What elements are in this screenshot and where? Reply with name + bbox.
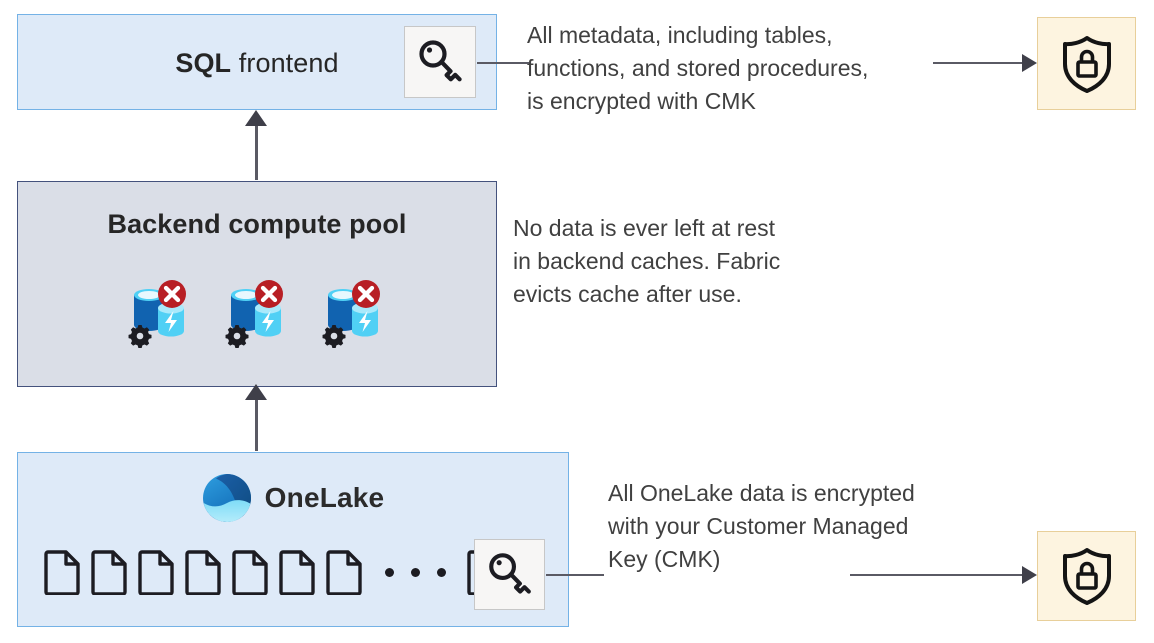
- annotation-metadata: All metadata, including tables, function…: [527, 22, 869, 114]
- sql-frontend-key-tile: [404, 26, 476, 98]
- connector-metadata-to-shield-arrowhead: [1022, 54, 1037, 72]
- red-x-badge: [352, 280, 380, 308]
- cache-node: [221, 277, 293, 349]
- cache-node: [318, 277, 390, 349]
- connector-onelake-to-shield-line: [850, 574, 1024, 576]
- key-icon: [489, 553, 531, 594]
- ellipsis-dot: [411, 567, 420, 577]
- file-icon: [326, 550, 362, 595]
- file-icon: [185, 550, 221, 595]
- connector-onelake-to-shield-arrowhead: [1022, 566, 1037, 584]
- annotation-onelake: All OneLake data is encrypted with your …: [608, 480, 915, 572]
- onelake-label: OneLake: [264, 482, 385, 513]
- database-cylinder-icon: [134, 289, 164, 331]
- onelake-brand: OneLake: [18, 473, 568, 523]
- backend-compute-pool-box: Backend compute pool: [17, 181, 497, 387]
- connector-backend-to-sql-line: [255, 122, 258, 180]
- file-icon: [279, 550, 315, 595]
- cache-node: [124, 277, 196, 349]
- shield-tile-top: [1037, 17, 1136, 110]
- connector-backend-to-sql-arrowhead: [245, 110, 267, 126]
- backend-compute-pool-title: Backend compute pool: [107, 209, 407, 239]
- ellipsis-dots: [385, 567, 446, 577]
- cache-node-row: [18, 277, 496, 349]
- lightning-bolt-icon: [359, 311, 371, 332]
- gear-icon: [128, 325, 152, 348]
- annotation-cache: No data is ever left at rest in backend …: [513, 215, 781, 307]
- ellipsis-dot: [385, 567, 394, 577]
- lightning-bolt-icon: [262, 311, 274, 332]
- onelake-logo: [202, 474, 251, 523]
- shield-tile-bottom: [1037, 531, 1136, 621]
- onelake-key-tile: [474, 539, 545, 610]
- gear-icon: [322, 325, 346, 348]
- sql-frontend-title-rest: frontend: [231, 48, 339, 78]
- shield-lock-icon: [1062, 548, 1111, 605]
- lightning-bolt-icon: [165, 311, 177, 332]
- file-icon: [44, 550, 80, 595]
- file-icon: [138, 550, 174, 595]
- shield-lock-icon: [1062, 36, 1111, 93]
- red-x-badge: [158, 280, 186, 308]
- sql-frontend-title: SQL frontend: [18, 48, 496, 79]
- connector-sql-key-leader: [477, 62, 529, 64]
- ellipsis-dot: [437, 567, 446, 577]
- connector-metadata-to-shield-line: [933, 62, 1024, 64]
- file-icon: [91, 550, 127, 595]
- red-x-badge: [255, 280, 283, 308]
- key-bit-dot: [426, 47, 433, 53]
- onelake-file-row: [44, 549, 505, 595]
- database-cylinder-icon: [231, 289, 261, 331]
- database-cylinder-icon: [328, 289, 358, 331]
- key-bit-dot: [496, 560, 502, 566]
- key-icon: [419, 40, 462, 82]
- connector-onelake-key-leader: [546, 574, 604, 576]
- connector-onelake-to-backend-arrowhead: [245, 384, 267, 400]
- sql-frontend-title-strong: SQL: [175, 48, 232, 78]
- file-icon: [232, 550, 268, 595]
- connector-onelake-to-backend-line: [255, 396, 258, 451]
- gear-icon: [225, 325, 249, 348]
